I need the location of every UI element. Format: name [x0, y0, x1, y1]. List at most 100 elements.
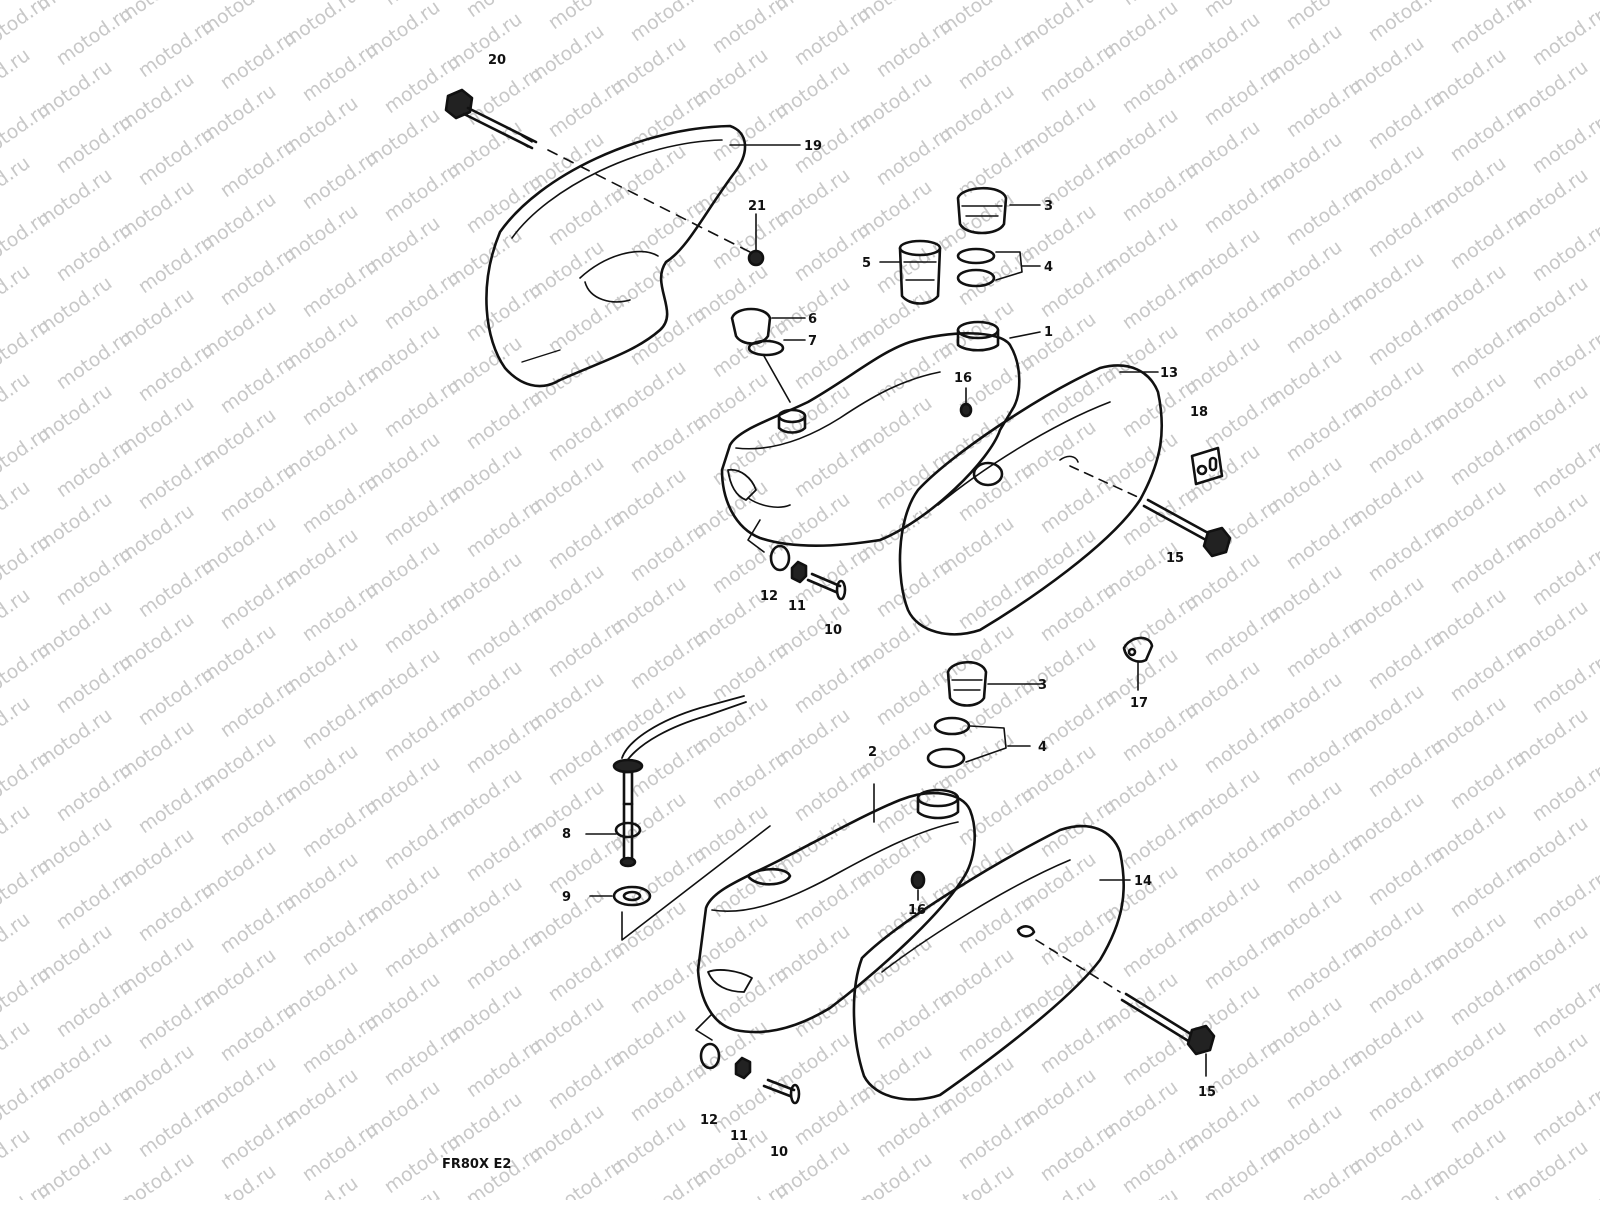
watermark-text: motod.ru [52, 758, 136, 826]
watermark-text: motod.ru [626, 518, 710, 586]
watermark-text: motod.ru [1446, 206, 1530, 274]
part-cap-6 [730, 307, 806, 345]
watermark-text: motod.ru [0, 206, 54, 274]
watermark-text: motod.ru [1528, 434, 1600, 502]
watermark-text: motod.ru [544, 398, 628, 466]
watermark-text: motod.ru [298, 470, 382, 538]
watermark-text: motod.ru [872, 770, 956, 838]
watermark-text: motod.ru [0, 854, 54, 922]
watermark-text: motod.ru [134, 230, 218, 298]
watermark-text: motod.ru [872, 446, 956, 514]
watermark-text: motod.ru [954, 1106, 1038, 1174]
watermark-text: motod.ru [1364, 410, 1448, 478]
watermark-text: motod.ru [380, 698, 464, 766]
watermark-text: motod.ru [462, 494, 546, 562]
watermark-text: motod.ru [1036, 578, 1120, 646]
watermark-text: motod.ru [134, 662, 218, 730]
part-nut-21 [747, 213, 765, 267]
watermark-text: motod.ru [1200, 926, 1284, 994]
callout-label: 4 [1038, 740, 1047, 755]
watermark-text: motod.ru [1364, 626, 1448, 694]
watermark-text: motod.ru [1590, 0, 1600, 28]
callout-label: 10 [824, 623, 842, 638]
watermark-text: motod.ru [0, 98, 54, 166]
watermark-text: motod.ru [216, 242, 300, 310]
watermark-text: motod.ru [1446, 314, 1530, 382]
watermark-text: motod.ru [1364, 950, 1448, 1018]
watermark-text: motod.ru [0, 962, 54, 1030]
watermark-text: motod.ru [216, 1106, 300, 1174]
callout-label: 16 [908, 903, 926, 918]
watermark-text: motod.ru [790, 326, 874, 394]
watermark-text: motod.ru [134, 446, 218, 514]
watermark-text: motod.ru [544, 290, 628, 358]
watermark-text: motod.ru [872, 122, 956, 190]
callout-label: 7 [808, 334, 817, 349]
watermark-text: motod.ru [52, 110, 136, 178]
watermark-text: motod.ru [1364, 1166, 1448, 1200]
watermark-text: motod.ru [1282, 1046, 1366, 1114]
watermark-text: motod.ru [626, 86, 710, 154]
part-side-cover-13 [898, 364, 1164, 636]
watermark-text: motod.ru [790, 1082, 874, 1150]
watermark-text: motod.ru [1446, 422, 1530, 490]
watermark-text: motod.ru [216, 782, 300, 850]
watermark-text: motod.ru [1282, 398, 1366, 466]
part-cap-3-lower [946, 660, 1041, 707]
watermark-text: motod.ru [52, 1190, 136, 1200]
watermark-text: motod.ru [626, 410, 710, 478]
watermark-text: motod.ru [1200, 170, 1284, 238]
watermark-text: motod.ru [1282, 74, 1366, 142]
watermark-text: motod.ru [626, 842, 710, 910]
watermark-text: motod.ru [0, 638, 54, 706]
watermark-text: motod.ru [216, 674, 300, 742]
watermark-text: motod.ru [0, 908, 34, 976]
callout-label: 15 [1166, 551, 1184, 566]
watermark-text: motod.ru [298, 686, 382, 754]
watermark-text: motod.ru [0, 530, 54, 598]
watermark-text: motod.ru [298, 254, 382, 322]
watermark-text: motod.ru [216, 134, 300, 202]
watermark-text: motod.ru [790, 758, 874, 826]
callout-label: 3 [1044, 199, 1053, 214]
watermark-text: motod.ru [1282, 506, 1366, 574]
watermark-text: motod.ru [52, 542, 136, 610]
watermark-text: motod.ru [1364, 302, 1448, 370]
watermark-text: motod.ru [1446, 638, 1530, 706]
watermark-text: motod.ru [52, 1082, 136, 1150]
watermark-text: motod.ru [1200, 602, 1284, 670]
watermark-text: motod.ru [0, 44, 34, 112]
watermark-text: motod.ru [1200, 710, 1284, 778]
watermark-text: motod.ru [1446, 962, 1530, 1030]
watermark-text: motod.ru [462, 926, 546, 994]
watermark-text: motod.ru [1282, 290, 1366, 358]
watermark-text: motod.ru [1036, 38, 1120, 106]
callout-label: 21 [748, 199, 766, 214]
watermark-text: motod.ru [216, 26, 300, 94]
watermark-text: motod.ru [1446, 0, 1530, 58]
watermark-text: motod.ru [380, 1022, 464, 1090]
callout-label: 16 [954, 371, 972, 386]
watermark-text: motod.ru [1282, 938, 1366, 1006]
watermark-text: motod.ru [1528, 2, 1600, 70]
watermark-text: motod.ru [380, 482, 464, 550]
watermark-text: motod.ru [872, 338, 956, 406]
watermark-text: motod.ru [1036, 902, 1120, 970]
watermark-text: motod.ru [0, 1124, 34, 1192]
part-clip-18 [1190, 446, 1224, 486]
watermark-text: motod.ru [1528, 218, 1600, 286]
watermark-text: motod.ru [1364, 734, 1448, 802]
watermark-text: motod.ru [1446, 1070, 1530, 1138]
part-bolt-10-lower [762, 1078, 801, 1105]
watermark-text: motod.ru [872, 986, 956, 1054]
watermark-text: motod.ru [380, 590, 464, 658]
watermark-text: motod.ru [1118, 158, 1202, 226]
watermark-text: motod.ru [134, 986, 218, 1054]
watermark-text: motod.ru [1036, 794, 1120, 862]
watermark-text: motod.ru [1364, 842, 1448, 910]
watermark-text: motod.ru [134, 122, 218, 190]
watermark-text: motod.ru [1528, 110, 1600, 178]
watermark-text: motod.ru [1528, 326, 1600, 394]
watermark-text: motod.ru [954, 890, 1038, 958]
callout-label: 11 [730, 1129, 748, 1144]
